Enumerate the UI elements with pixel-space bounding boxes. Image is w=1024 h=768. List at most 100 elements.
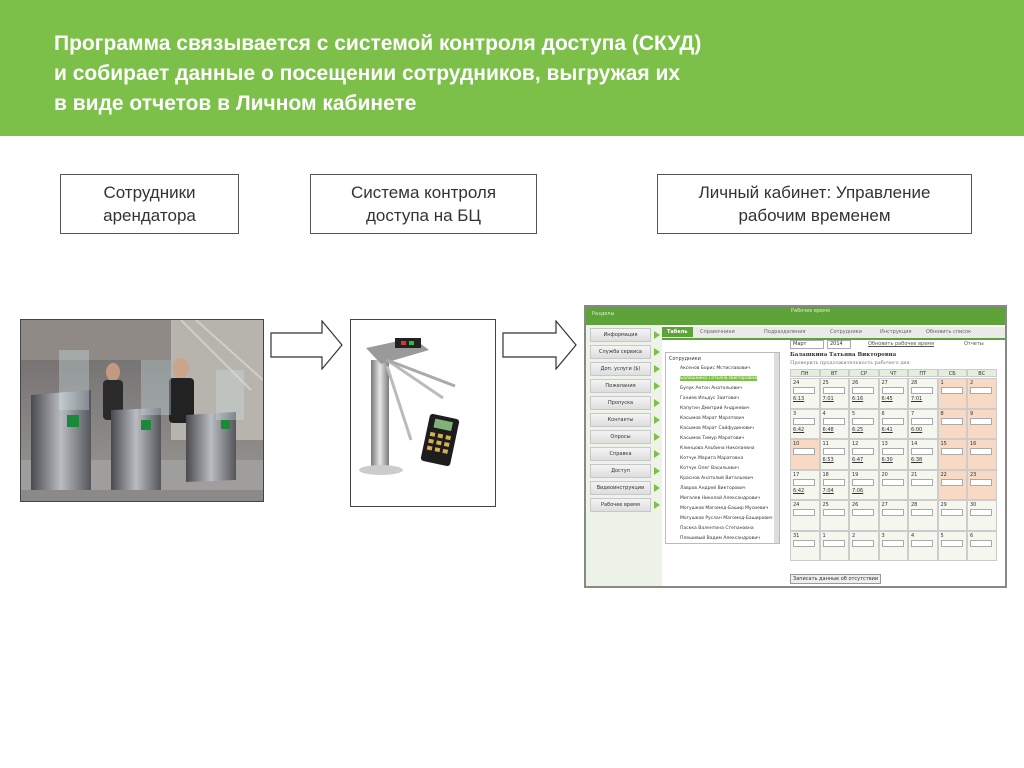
calendar-day-cell[interactable]: 2 [967,378,997,409]
absence-select[interactable] [852,478,874,486]
absence-select[interactable] [793,387,815,394]
worked-time-link[interactable]: 6:53 [822,457,834,463]
worked-time-link[interactable]: 6:42 [793,426,805,433]
sidebar-item[interactable]: Служба сервиса [590,345,662,359]
employee-tree-item[interactable]: Касымов Марат Маратович [680,416,745,421]
employee-tree-item[interactable]: Булук Антон Анатольевич [680,386,742,391]
calendar-day-cell[interactable]: 16 [967,439,997,470]
calendar-day-cell[interactable]: 15 [937,439,967,470]
employee-tree-item[interactable]: Паскка Валентина Степановна [680,526,754,531]
calendar-day-cell[interactable]: 28 [908,500,938,531]
employee-tree-item[interactable]: Касымов Тимур Маратович [680,436,745,441]
absence-select[interactable] [852,539,874,547]
calendar-day-cell[interactable]: 6 [967,530,997,561]
absence-select[interactable] [822,539,845,547]
absence-select[interactable] [911,539,933,547]
sidebar-item[interactable]: Информация [590,328,662,342]
absence-select[interactable] [881,539,904,547]
absence-select[interactable] [970,478,992,486]
tab-timesheet[interactable]: Табель [662,327,693,337]
calendar-day-cell[interactable]: 2 [849,530,879,561]
employee-tree-item[interactable]: Клинцова Альбина Николаевна [680,446,755,451]
refresh-work-time-link[interactable]: Обновить рабочее время [868,341,935,347]
calendar-day-cell[interactable]: 9 [967,408,997,439]
absence-select[interactable] [852,387,874,394]
tab-directories[interactable]: Справочники [700,329,735,335]
calendar-day-cell[interactable]: 8 [937,408,967,439]
calendar-day-cell[interactable]: 3 [878,530,908,561]
calendar-day-cell[interactable]: 5 [937,530,967,561]
absence-select[interactable] [911,417,933,425]
absence-select[interactable] [881,478,904,486]
absence-select[interactable] [940,478,963,486]
absence-select[interactable] [911,448,933,455]
calendar-day-cell[interactable]: 24 [790,500,820,531]
calendar-day-cell[interactable]: 22 [937,469,967,500]
absence-select[interactable] [940,509,963,516]
employee-tree-item[interactable]: Касымов Марат Сайфудинович [680,426,754,431]
calendar-day-cell[interactable]: 20 [878,469,908,500]
tree-scrollbar[interactable] [774,353,779,543]
calendar-day-cell[interactable]: 26 [849,500,879,531]
employee-tree-item[interactable]: Котчук Марита Маратовна [680,456,744,461]
calendar-day-cell[interactable]: 27 [878,500,908,531]
calendar-day-cell[interactable]: 4 [908,530,938,561]
worked-time-link[interactable]: 6:00 [911,426,923,433]
absence-select[interactable] [793,509,815,516]
absence-select[interactable] [822,478,845,486]
employee-tree-item[interactable]: Могушков Магомед-Башир Мусиевич [680,506,769,511]
absence-select[interactable] [970,509,992,516]
employee-tree-item[interactable]: Капугин Дмитрий Андреевич [680,406,750,411]
absence-select[interactable] [793,478,815,486]
reports-link[interactable]: Отчеты [964,341,984,347]
calendar-day-cell[interactable]: 25 [819,500,849,531]
absence-select[interactable] [940,417,963,425]
absence-select[interactable] [881,509,904,516]
absence-select[interactable] [822,448,845,455]
absence-select[interactable] [911,387,933,394]
tab-employees[interactable]: Сотрудники [830,329,862,335]
worked-time-link[interactable]: 7:06 [852,487,864,494]
year-select[interactable]: 2014 [827,340,851,349]
employee-tree-item[interactable]: Плешивый Вадим Александрович [680,536,760,541]
calendar-day-cell[interactable]: 21 [908,469,938,500]
save-absence-button[interactable]: Записать данные об отсутствии [790,574,882,584]
worked-time-link[interactable]: 6:41 [881,426,893,433]
sidebar-item[interactable]: Контакты [590,413,662,427]
sidebar-item[interactable]: Пожелания [590,379,662,393]
calendar-day-cell[interactable]: 1 [937,378,967,409]
worked-time-link[interactable]: 6:42 [793,487,805,494]
employee-tree-item[interactable]: Могушков Руслан Магомед-Баширович [680,516,773,521]
worked-time-link[interactable]: 6:13 [793,396,805,402]
calendar-day-cell[interactable]: 31 [790,530,820,561]
month-select[interactable]: Март [790,340,824,349]
sidebar-item[interactable]: Видеоинструкции [590,481,662,495]
sidebar-item[interactable]: Рабочее время [590,498,662,512]
absence-select[interactable] [970,539,992,547]
employee-tree-item[interactable]: Котчук Олег Васильевич [680,466,739,471]
absence-select[interactable] [793,539,815,547]
absence-select[interactable] [911,478,933,486]
absence-select[interactable] [970,387,992,394]
calendar-day-cell[interactable]: 23 [967,469,997,500]
worked-time-link[interactable]: 6:25 [852,426,864,433]
absence-select[interactable] [881,387,904,394]
absence-select[interactable] [881,417,904,425]
tab-departments[interactable]: Подразделения [764,329,806,335]
absence-select[interactable] [940,387,963,394]
tree-root-employees[interactable]: Сотрудники [669,356,701,362]
